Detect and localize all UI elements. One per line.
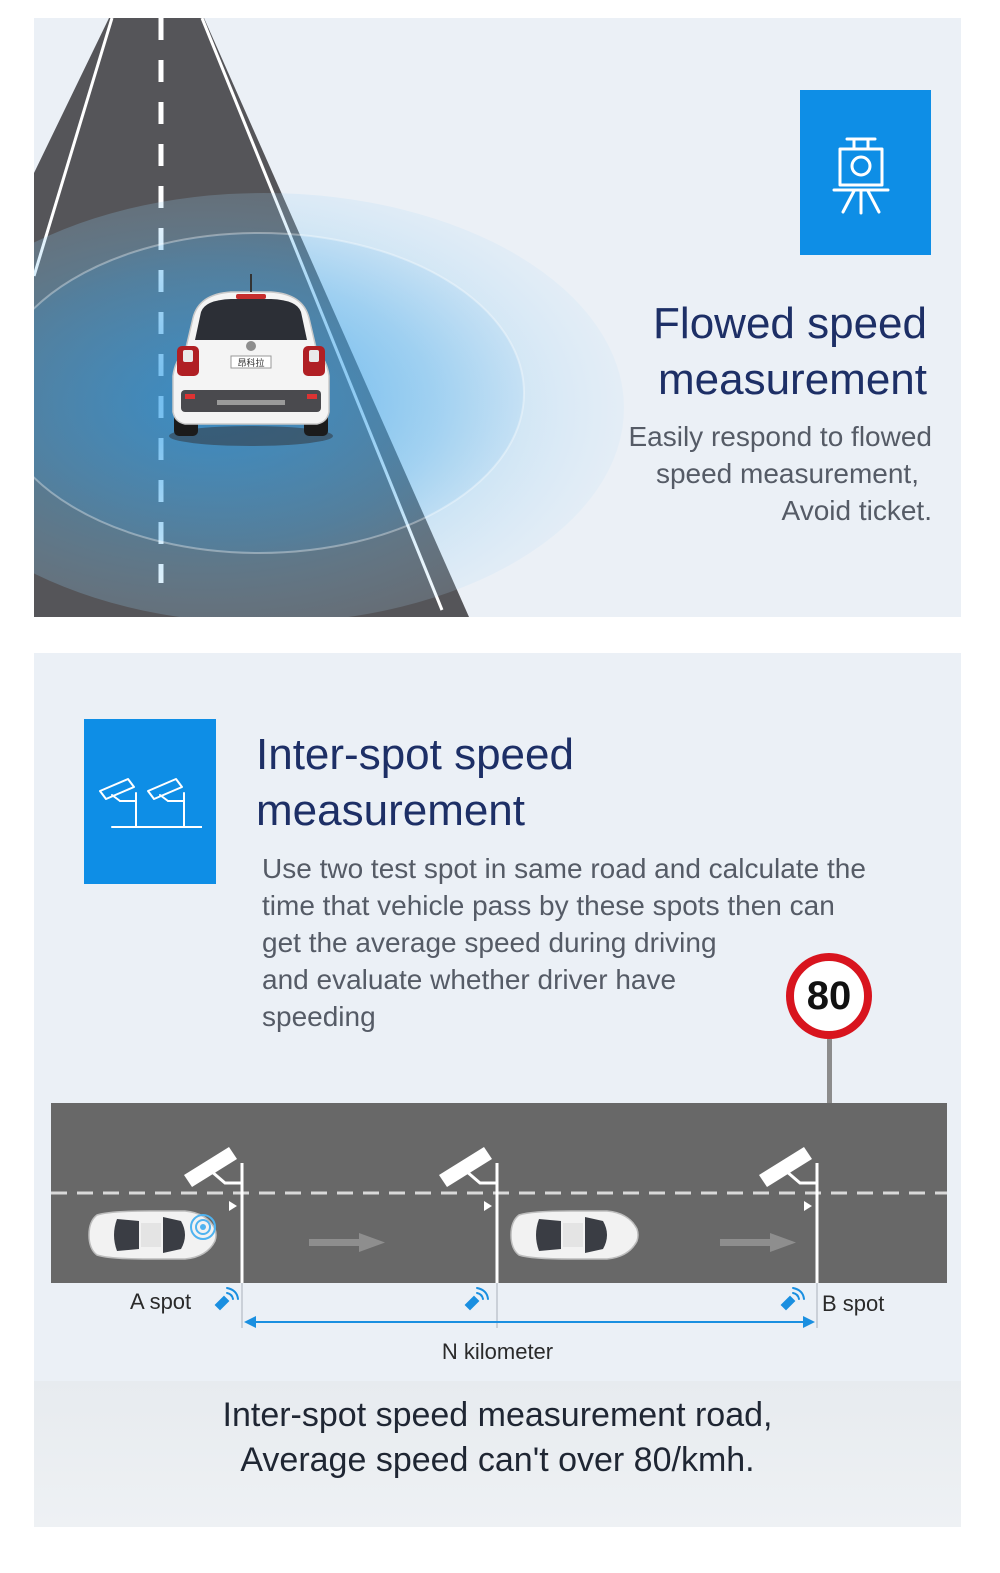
inter-spot-speed-panel: Inter-spot speed measurement Use two tes… bbox=[34, 653, 961, 1527]
flowed-speed-panel: 昂科拉 Flowed speed measurement bbox=[34, 18, 961, 617]
distance-label: N kilometer bbox=[441, 1339, 554, 1364]
a-spot-label: A spot bbox=[130, 1289, 192, 1314]
title-line: Inter-spot speed bbox=[256, 730, 574, 779]
footer-line: Inter-spot speed measurement road, bbox=[222, 1396, 773, 1434]
signal-icon bbox=[464, 1287, 489, 1311]
footer-band bbox=[34, 1381, 961, 1527]
speed-camera-tripod-icon-box bbox=[800, 90, 931, 255]
description-line: time that vehicle pass by these spots th… bbox=[262, 890, 835, 921]
flowed-speed-title: Flowed speed measurement bbox=[507, 296, 927, 408]
description-line: Use two test spot in same road and calcu… bbox=[262, 853, 866, 884]
flowed-speed-description: Easily respond to flowed speed measureme… bbox=[512, 418, 932, 529]
car-top-view bbox=[510, 1210, 639, 1260]
description-line: get the average speed during driving bbox=[262, 927, 717, 958]
speed-limit-sign: 80 bbox=[786, 953, 872, 1039]
road-radar-illustration: 昂科拉 bbox=[34, 18, 624, 617]
svg-text:昂科拉: 昂科拉 bbox=[237, 357, 264, 369]
car-top-view bbox=[88, 1210, 217, 1260]
footer-caption: Inter-spot speed measurement road, Avera… bbox=[34, 1393, 961, 1483]
inter-spot-description: Use two test spot in same road and calcu… bbox=[262, 850, 952, 1035]
highway-road-illustration bbox=[51, 1147, 947, 1283]
description-line: and evaluate whether driver have bbox=[262, 964, 677, 995]
title-line: measurement bbox=[657, 355, 927, 404]
description-line: speeding bbox=[262, 1001, 376, 1032]
description-line: speed measurement, bbox=[655, 458, 919, 489]
road-edge-left bbox=[34, 18, 114, 277]
signal-icon bbox=[214, 1287, 239, 1311]
b-spot-label: B spot bbox=[822, 1291, 885, 1316]
footer-line: Average speed can't over 80/kmh. bbox=[240, 1441, 755, 1479]
speed-camera-tripod-icon bbox=[832, 137, 890, 215]
direction-arrow bbox=[720, 1233, 796, 1252]
description-line: Avoid ticket. bbox=[781, 495, 932, 526]
radar-signal bbox=[190, 1214, 216, 1240]
title-line: measurement bbox=[256, 786, 526, 835]
camera-pole-a bbox=[184, 1147, 244, 1283]
sign-pole bbox=[827, 1039, 832, 1103]
description-line: Easily respond to flowed bbox=[628, 421, 932, 452]
camera-pole-b bbox=[759, 1147, 819, 1283]
highway-road bbox=[51, 1103, 947, 1283]
inter-spot-title: Inter-spot speed measurement bbox=[256, 727, 856, 839]
suv-car: 昂科拉 bbox=[169, 274, 333, 446]
distance-measure bbox=[214, 1283, 818, 1328]
direction-arrow bbox=[309, 1233, 385, 1252]
title-line: Flowed speed bbox=[653, 299, 927, 348]
signal-icon bbox=[780, 1287, 805, 1311]
dual-surveillance-camera-icon bbox=[99, 778, 202, 828]
dual-camera-icon-box bbox=[84, 719, 216, 884]
camera-pole-mid bbox=[439, 1147, 499, 1283]
